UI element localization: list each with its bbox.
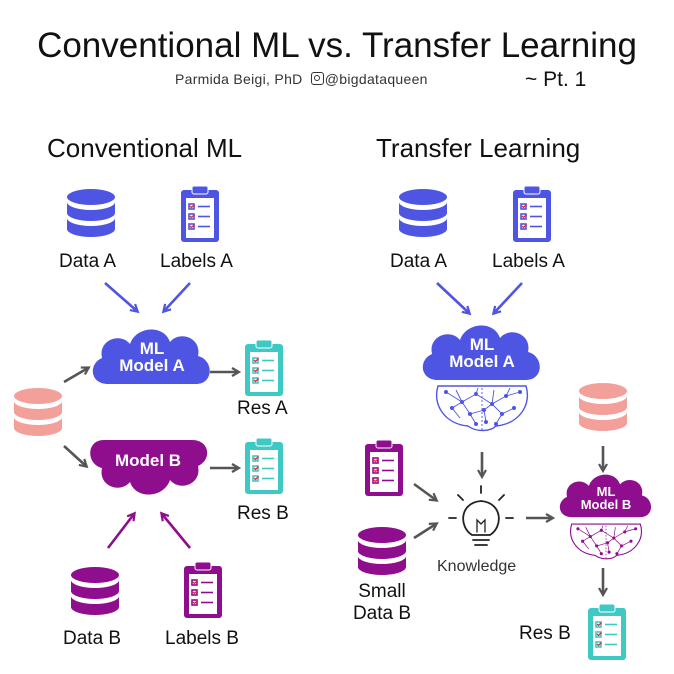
- tl-new-data-icon: [579, 383, 627, 431]
- tl-labels-a-label: Labels A: [492, 251, 565, 272]
- conv-labels-b-icon: [183, 561, 223, 619]
- tl-data-a-icon: [399, 189, 447, 237]
- conv-model-b-label: Model B: [114, 451, 182, 470]
- conventional-heading: Conventional ML: [47, 133, 243, 163]
- instagram-icon: [310, 72, 324, 85]
- conv-res-b-label: Res B: [237, 503, 289, 524]
- conv-res-a-icon: [244, 339, 284, 397]
- tl-small-data-label: Small Data B: [344, 581, 420, 625]
- tl-model-a-line2: Model A: [449, 352, 515, 371]
- lightbulb-icon: [448, 485, 514, 546]
- conv-labels-a-label: Labels A: [160, 251, 233, 272]
- conv-arrow-data-b: [106, 514, 134, 549]
- conv-data-a-label: Data A: [59, 251, 117, 272]
- tl-model-a-brain-icon: [435, 385, 529, 432]
- tl-res-b-icon: [587, 603, 627, 661]
- conv-model-a-line1: ML: [139, 339, 165, 358]
- conv-arrow-data-a: [104, 282, 137, 311]
- conv-data-b-icon: [71, 567, 119, 615]
- tl-model-b-line2: Model B: [580, 497, 632, 512]
- conv-model-a-line2: Model A: [119, 356, 185, 375]
- tl-small-labels-icon: [364, 439, 404, 497]
- author-credit: Parmida Beigi, PhD @bigdataqueen: [175, 71, 428, 87]
- tl-small-line2: Data B: [352, 603, 412, 624]
- conv-arrow-data-to-model-a: [63, 368, 88, 384]
- conv-res-a-label: Res A: [237, 398, 288, 419]
- author-handle: @bigdataqueen: [324, 71, 428, 87]
- author-name: Parmida Beigi, PhD: [175, 71, 303, 87]
- tl-model-b-line1: ML: [596, 484, 616, 499]
- conv-data-b-label: Data B: [63, 628, 122, 649]
- tl-data-a-label: Data A: [390, 251, 448, 272]
- transfer-heading: Transfer Learning: [376, 133, 581, 163]
- conv-model-a-label: ML Model A: [102, 340, 202, 374]
- conv-data-a-icon: [67, 189, 115, 237]
- tl-model-b-label: ML Model B: [566, 485, 646, 511]
- conv-labels-a-icon: [180, 185, 220, 243]
- part-label: ~ Pt. 1: [525, 68, 587, 91]
- conv-arrow-labels-a: [164, 282, 191, 311]
- conv-res-b-icon: [244, 437, 284, 495]
- tl-arrow-labels-a: [494, 282, 523, 313]
- tl-arrow-data-knowledge: [413, 524, 436, 540]
- tl-labels-a-icon: [512, 185, 552, 243]
- tl-model-a-label: ML Model A: [432, 336, 532, 370]
- conv-labels-b-label: Labels B: [165, 628, 239, 649]
- conv-new-data-icon: [14, 388, 62, 436]
- tl-model-a-line1: ML: [469, 335, 495, 354]
- page-title: Conventional ML vs. Transfer Learning: [37, 26, 637, 65]
- tl-res-b-label: Res B: [519, 623, 571, 644]
- tl-arrow-data-a: [436, 282, 469, 313]
- tl-small-line1: Small: [358, 581, 406, 602]
- tl-small-data-icon: [358, 527, 406, 575]
- tl-arrow-labels-knowledge: [413, 482, 436, 500]
- conv-arrow-data-to-model-b: [63, 445, 86, 466]
- knowledge-label: Knowledge: [437, 558, 517, 575]
- conv-arrow-labels-b: [162, 514, 192, 549]
- tl-model-b-brain-icon: [570, 523, 642, 560]
